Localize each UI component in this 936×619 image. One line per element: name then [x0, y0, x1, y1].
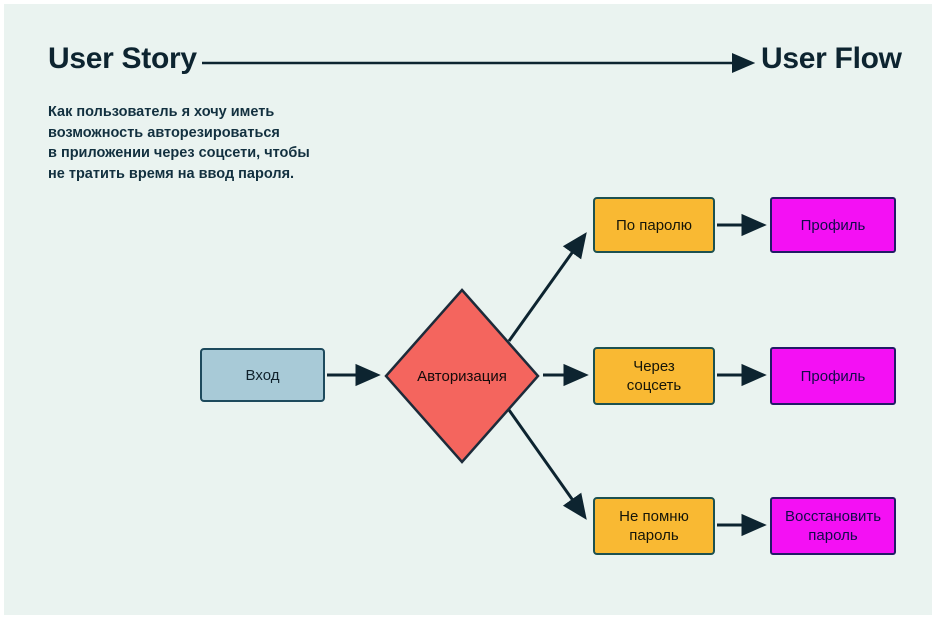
flow-node-result-profile-social[interactable]: Профиль [770, 347, 896, 405]
flow-node-result-profile-password-label: Профиль [800, 216, 866, 234]
flow-node-start-label: Вход [245, 366, 280, 384]
flow-node-option-password[interactable]: По паролю [593, 197, 715, 253]
user-story-description: Как пользователь я хочу иметь возможност… [48, 104, 310, 182]
flow-node-decision-label: Авторизация [417, 367, 507, 385]
long-right-arrow-icon [202, 52, 756, 74]
flow-node-decision[interactable]: Авторизация [384, 288, 540, 464]
diamond-shape-icon [384, 288, 540, 464]
flow-node-result-restore-password-label: Восстановить пароль [784, 508, 882, 544]
flow-node-result-profile-social-label: Профиль [800, 367, 866, 385]
flow-node-option-social-label: Через соцсеть [626, 358, 682, 394]
flow-node-start[interactable]: Вход [200, 348, 325, 402]
page-title-user-story: User Story [48, 42, 197, 75]
flow-node-option-forgot[interactable]: Не помню пароль [593, 497, 715, 555]
diagram-canvas: User Story User Flow Как пользователь я … [4, 4, 932, 615]
flow-node-result-restore-password[interactable]: Восстановить пароль [770, 497, 896, 555]
flow-node-result-profile-password[interactable]: Профиль [770, 197, 896, 253]
page-title-user-flow: User Flow [761, 42, 902, 75]
flow-node-option-password-label: По паролю [615, 216, 693, 234]
flow-node-option-forgot-label: Не помню пароль [619, 508, 689, 544]
flow-node-option-social[interactable]: Через соцсеть [593, 347, 715, 405]
